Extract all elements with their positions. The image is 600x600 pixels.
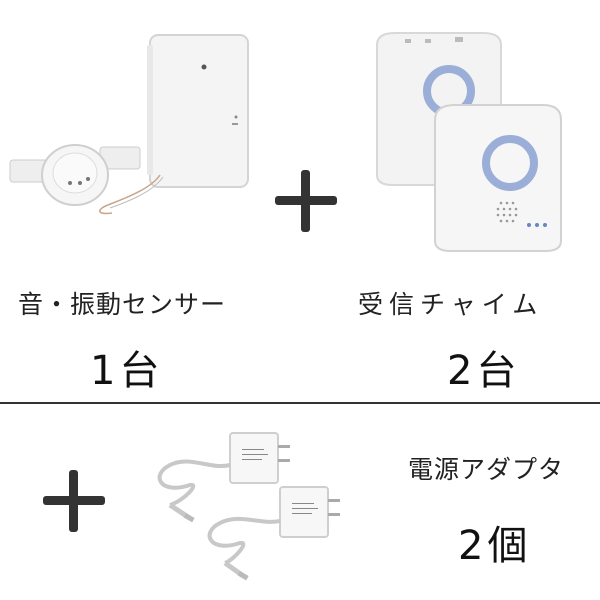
adapter-label: 電源アダプタ: [408, 455, 565, 484]
adapter-product-image: [130, 425, 360, 585]
adapter-quantity: 2個: [458, 523, 532, 569]
chime-label: 受信チャイム: [358, 290, 544, 319]
plus-icon-bottom: [43, 470, 105, 532]
chime-product-image: [365, 25, 570, 255]
chime-quantity: 2台: [447, 348, 521, 394]
sensor-quantity: 1台: [90, 348, 164, 394]
sensor-product-image: [0, 25, 260, 225]
section-divider: [0, 402, 600, 404]
sensor-label: 音・振動センサー: [18, 290, 227, 319]
plus-icon-top: [275, 170, 337, 232]
